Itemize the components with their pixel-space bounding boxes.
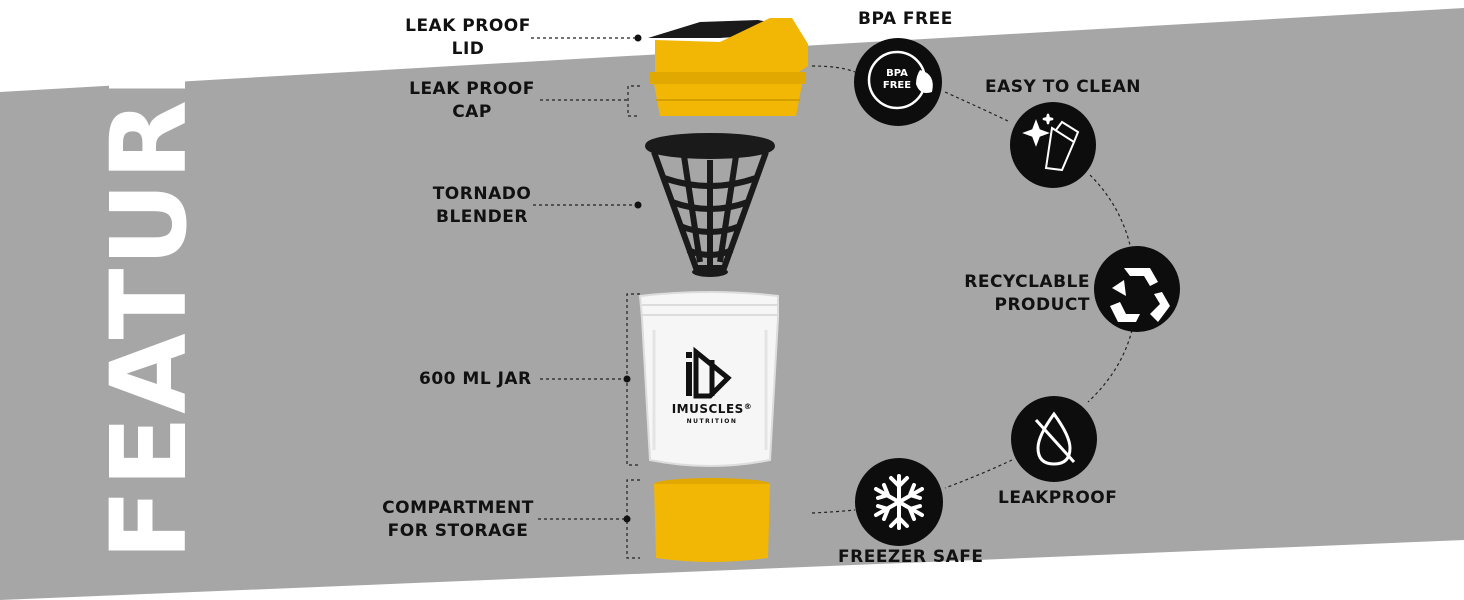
label-bpa-free: BPA FREE — [858, 9, 953, 29]
brand-registered: ® — [743, 402, 753, 411]
easy-clean-bubble — [1010, 102, 1096, 188]
recycle-icon — [1110, 268, 1170, 322]
label-freezer-safe: FREEZER SAFE — [838, 547, 984, 567]
label-blender: TORNADO BLENDER — [432, 184, 532, 227]
snowflake-icon — [874, 474, 924, 530]
brand-logo-icon — [686, 346, 732, 399]
label-recyclable: RECYCLABLE PRODUCT — [964, 272, 1090, 315]
label-leakproof: LEAKPROOF — [998, 488, 1118, 508]
brand-sub: NUTRITION — [686, 418, 738, 425]
label-lid: LEAK PROOF LID — [405, 16, 531, 59]
bpa-free-icon — [867, 50, 933, 110]
label-easy-clean: EASY TO CLEAN — [985, 77, 1142, 97]
shaker-sparkle-icon — [1022, 113, 1080, 172]
label-storage: COMPARTMENT FOR STORAGE — [382, 498, 534, 541]
label-jar: 600 ML JAR — [419, 369, 532, 389]
no-drop-icon — [1034, 411, 1076, 466]
jar-shape — [638, 291, 779, 467]
storage-shape — [654, 478, 770, 562]
brand-name: IMUSCLES — [671, 402, 744, 416]
label-cap: LEAK PROOF CAP — [409, 79, 535, 122]
lid-shape — [648, 18, 808, 116]
bpa-badge-text: BPA FREE — [882, 68, 912, 91]
